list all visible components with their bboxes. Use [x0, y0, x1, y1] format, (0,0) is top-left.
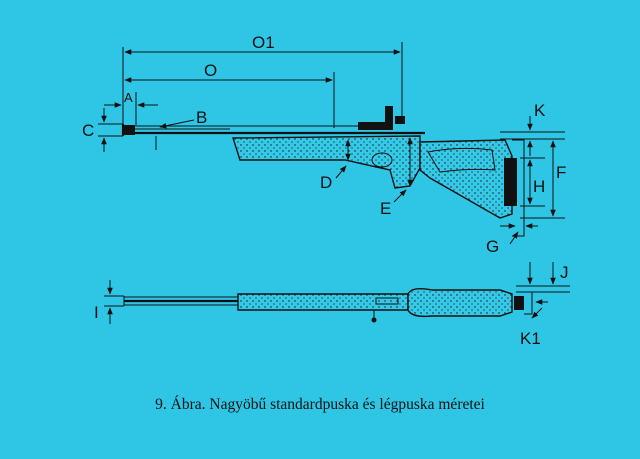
dimension-f: F — [520, 140, 566, 219]
label-g: G — [486, 237, 499, 256]
label-f: F — [556, 163, 566, 182]
front-sight — [123, 125, 135, 135]
butt-plate — [504, 158, 517, 206]
label-i: I — [94, 303, 99, 322]
label-k1: K1 — [520, 329, 541, 348]
dimension-g: G — [486, 223, 538, 256]
label-h: H — [533, 177, 545, 196]
trigger-dot — [371, 317, 377, 323]
dimension-e: E — [380, 137, 413, 218]
label-o1: O1 — [252, 33, 275, 52]
label-c: C — [82, 121, 94, 140]
dimension-h: H — [520, 157, 545, 207]
rifle-side-view — [121, 106, 525, 237]
figure-caption: 9. Ábra. Nagyöbű standardpuska és légpus… — [155, 396, 485, 413]
dimension-o1: O1 — [122, 33, 403, 132]
rifle-top-view — [123, 287, 533, 323]
label-o: O — [204, 61, 217, 80]
label-d: D — [320, 173, 332, 192]
butt-plate-top — [514, 296, 524, 310]
dimension-a: A — [104, 90, 158, 125]
dimension-o: O — [124, 61, 335, 128]
bolt-handle-slot — [375, 297, 399, 305]
label-k: K — [534, 101, 546, 120]
dimension-d: D — [320, 139, 351, 192]
label-j: J — [560, 263, 569, 282]
rear-sight — [358, 122, 388, 130]
dimension-j: J — [516, 262, 570, 293]
label-a: A — [124, 90, 133, 105]
dimension-k1: K1 — [520, 299, 548, 348]
label-b: B — [196, 108, 207, 127]
dimension-k: K — [500, 101, 565, 156]
dimension-i: I — [94, 280, 124, 324]
trigger-guard — [371, 152, 393, 168]
label-e: E — [380, 199, 391, 218]
dimension-c: C — [82, 108, 123, 152]
